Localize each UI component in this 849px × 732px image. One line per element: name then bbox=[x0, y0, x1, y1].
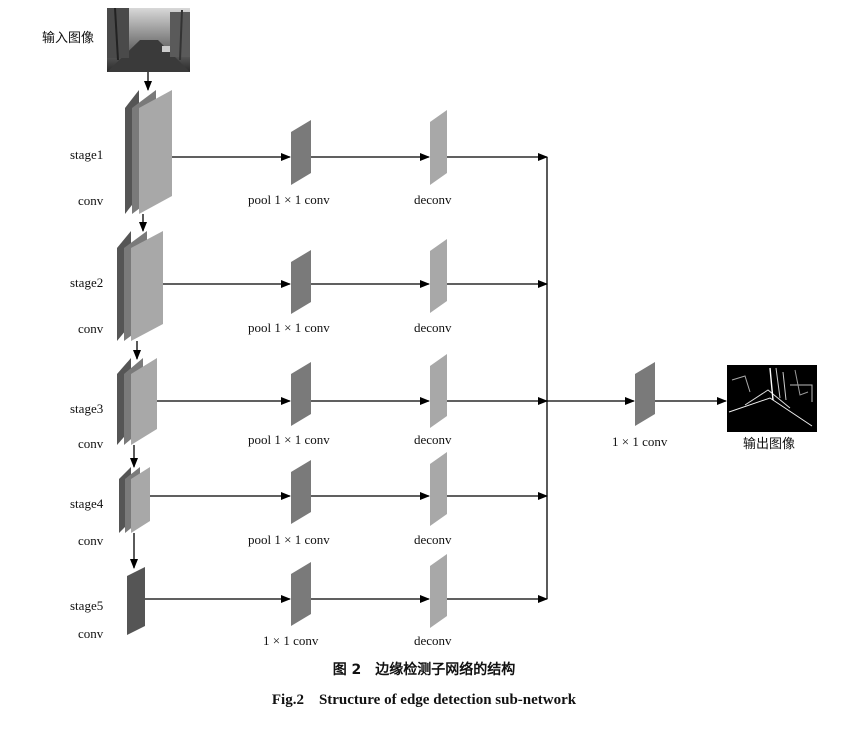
output-image-label: 输出图像 bbox=[743, 436, 795, 452]
stage1-conv-block bbox=[125, 90, 172, 214]
stage1-deconv-label: deconv bbox=[414, 192, 452, 207]
stage2-label: stage2 bbox=[70, 275, 103, 290]
stage2-deconv-label: deconv bbox=[414, 320, 452, 335]
stage2-deconv-block bbox=[430, 239, 447, 313]
stage4-pool-conv-block bbox=[291, 460, 311, 524]
stage2-pool-label: pool 1 × 1 conv bbox=[248, 320, 330, 335]
stage5-conv1x1-label: 1 × 1 conv bbox=[263, 633, 319, 648]
stage2-conv-label: conv bbox=[78, 321, 104, 336]
stage2-conv-block bbox=[117, 231, 163, 341]
stage5-deconv-label: deconv bbox=[414, 633, 452, 648]
stage1-pool-conv-block bbox=[291, 120, 311, 185]
stage3-deconv-block bbox=[430, 354, 447, 428]
stage5-conv-label: conv bbox=[78, 626, 104, 641]
caption-english: Fig.2 Structure of edge detection sub-ne… bbox=[272, 692, 577, 708]
fusion-conv-label: 1 × 1 conv bbox=[612, 434, 668, 449]
stage4-label: stage4 bbox=[70, 496, 104, 511]
stage3-pool-label: pool 1 × 1 conv bbox=[248, 432, 330, 447]
stage4-deconv-label: deconv bbox=[414, 532, 452, 547]
stage3-deconv-label: deconv bbox=[414, 432, 452, 447]
stage1-pool-label: pool 1 × 1 conv bbox=[248, 192, 330, 207]
stage1-deconv-block bbox=[430, 110, 447, 185]
input-image bbox=[107, 7, 190, 72]
stage3-conv-block bbox=[117, 358, 157, 445]
fusion-conv1x1-block bbox=[635, 362, 655, 426]
caption-chinese: 图 2 边缘检测子网络的结构 bbox=[333, 661, 516, 678]
stage3-label: stage3 bbox=[70, 401, 103, 416]
stage4-conv-label: conv bbox=[78, 533, 104, 548]
stage2-pool-conv-block bbox=[291, 250, 311, 314]
stage5-deconv-block bbox=[430, 554, 447, 628]
stage3-conv-label: conv bbox=[78, 436, 104, 451]
stage5-conv-block bbox=[127, 567, 145, 635]
stage5-conv1x1-block bbox=[291, 562, 311, 626]
stage3-pool-conv-block bbox=[291, 362, 311, 426]
stage5-label: stage5 bbox=[70, 598, 103, 613]
output-image bbox=[727, 365, 817, 432]
stage4-pool-label: pool 1 × 1 conv bbox=[248, 532, 330, 547]
stage4-conv-block bbox=[119, 467, 150, 533]
stage4-deconv-block bbox=[430, 452, 447, 526]
stage1-conv-label: conv bbox=[78, 193, 104, 208]
stage1-label: stage1 bbox=[70, 147, 103, 162]
input-image-label: 输入图像 bbox=[42, 30, 94, 46]
